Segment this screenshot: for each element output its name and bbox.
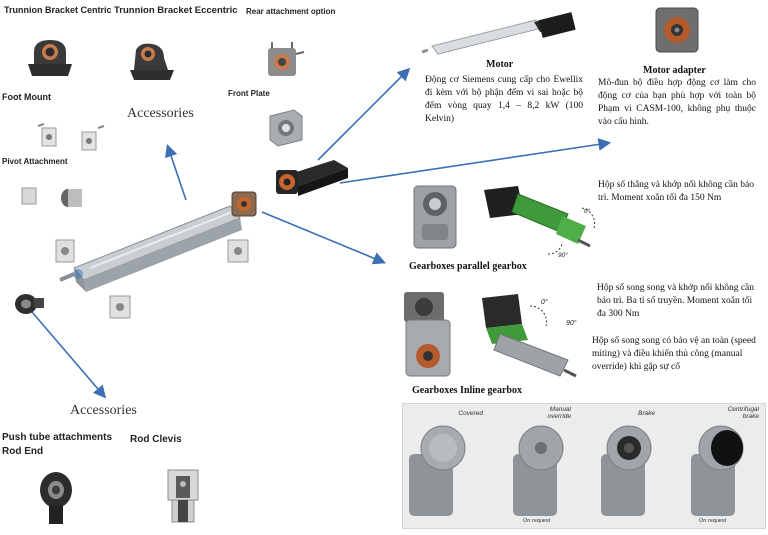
rod-end-label: Rod End (2, 446, 44, 457)
covered-gearbox-icon (409, 425, 466, 516)
rod-clevis-icon (167, 469, 199, 523)
arrow-to-motor (317, 67, 411, 161)
arrow-to-parallel-gearbox (261, 211, 386, 265)
parallel-gearbox-title: Gearboxes parallel gearbox (409, 261, 527, 272)
brake-gearbox-icon (601, 425, 652, 516)
option-on-request: On request (699, 518, 727, 524)
front-plate-label: Front Plate (228, 89, 270, 98)
inline-gearbox-housing-icon (404, 292, 451, 377)
manual-override-gearbox-icon (513, 425, 564, 516)
option-manual-override: Manual override On request (499, 404, 589, 528)
centrifugal-brake-gearbox-icon (691, 425, 744, 516)
option-caption: Manual override (547, 406, 571, 420)
inline-angle-0: 0° (541, 299, 548, 306)
trunnion-eccentric-bracket-icon (130, 43, 174, 80)
inline-angle-90: 90° (566, 320, 577, 327)
motor-adapter-flange-icon (231, 191, 257, 217)
front-plate-icon (269, 109, 303, 147)
actuator-icon (59, 205, 242, 292)
arrow-to-motor-adapter (339, 138, 612, 184)
parallel-angle-90: 90° (558, 252, 568, 259)
clamp-bracket-icon (55, 239, 75, 263)
trunnion-eccentric-label: Trunnion Bracket Eccentric (114, 5, 238, 16)
option-caption: Brake (638, 410, 655, 417)
motor-adapter-description: Mô-đun bộ điều hợp động cơ làm cho động … (598, 78, 756, 127)
inline-gearbox-assembly-icon (482, 294, 577, 378)
option-covered: Covered (403, 404, 493, 528)
parallel-gearbox-description: Hộp số thẳng và khớp nối không cần bảo t… (598, 180, 754, 203)
pivot-pins-icon (21, 187, 82, 207)
foot-mount-label: Foot Mount (2, 92, 51, 102)
clamp-bracket-icon (227, 239, 249, 263)
pivot-attachment-label: Pivot Attachment (2, 157, 68, 166)
motor-title: Motor (486, 59, 514, 70)
rear-attachment-icon (268, 42, 305, 76)
motor-adapter-icon (655, 7, 699, 53)
clamp-bracket-icon (109, 295, 131, 319)
pivot-attachment-icon (37, 123, 105, 151)
accessories-bottom-heading: Accessories (70, 403, 137, 418)
motor-icon (421, 12, 576, 55)
parallel-angle-0: 0° (584, 208, 591, 215)
push-tube-label: Push tube attachments (2, 432, 113, 443)
accessories-top-heading: Accessories (127, 106, 194, 121)
rod-end-small-icon (15, 294, 44, 314)
trunnion-centric-label: Trunnion Bracket Centric (4, 5, 112, 15)
gearbox-options-panel: Covered Manual override On request Brake… (402, 403, 766, 529)
arrow-to-accessories-top (165, 143, 187, 201)
rod-clevis-label: Rod Clevis (130, 434, 182, 445)
safety-description: Hộp số song song có bảo vệ an toàn (spee… (592, 336, 756, 372)
rod-end-icon (40, 472, 72, 524)
option-caption: Centrifugal brake (727, 406, 759, 420)
trunnion-centric-bracket-icon (28, 40, 72, 76)
motor-adapter-title: Motor adapter (643, 65, 706, 76)
arrow-to-accessories-bottom (31, 311, 107, 399)
rear-attachment-label: Rear attachment option (246, 7, 336, 16)
parallel-gearbox-housing-icon (413, 185, 457, 249)
option-on-request: On request (523, 518, 551, 524)
inline-gearbox-title: Gearboxes Inline gearbox (412, 385, 522, 396)
option-brake: Brake (589, 404, 679, 528)
motor-description: Động cơ Siemens cung cấp cho Ewellix đi … (425, 75, 583, 124)
option-centrifugal-brake: Centrifugal brake On request (679, 404, 765, 528)
inline-gearbox-description: Hộp số song song và khớp nối không cần b… (597, 283, 755, 319)
option-caption: Covered (458, 410, 483, 417)
parallel-gearbox-assembly-icon (484, 186, 596, 255)
motor-small-icon (276, 160, 348, 196)
